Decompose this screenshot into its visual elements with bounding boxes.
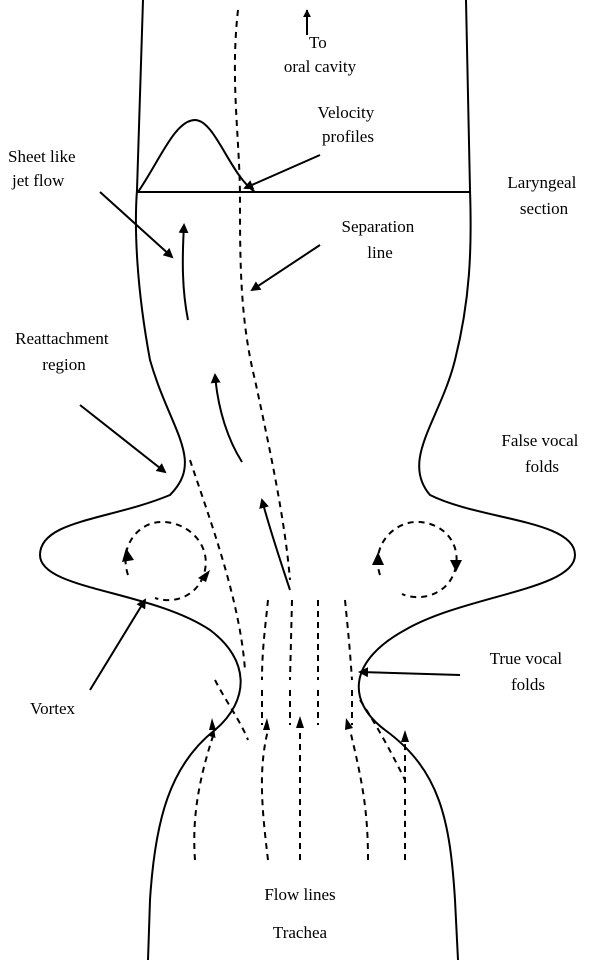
flow-line [262, 730, 268, 860]
flow-arrowhead [296, 716, 304, 728]
reattachment-dashed-line [190, 460, 245, 670]
left-airway-wall [40, 0, 241, 960]
jet-flow-arrow [215, 375, 242, 462]
flow-line [345, 600, 352, 680]
flow-line [290, 600, 292, 680]
flow-line [262, 600, 268, 680]
flow-arrowhead [209, 718, 216, 730]
flow-line [215, 680, 248, 740]
flow-arrowhead [263, 718, 270, 730]
flow-line [350, 730, 368, 860]
laryngeal-section-label: Laryngeal section [507, 173, 580, 218]
vortex-left [126, 522, 206, 600]
flow-arrowhead [401, 730, 409, 742]
velocity-profiles-pointer [245, 155, 320, 188]
separation-line-label: Separation line [342, 217, 419, 262]
true-vocal-folds-label: True vocal folds [490, 649, 567, 694]
separation-line-pointer [252, 245, 320, 290]
vortex-label: Vortex [30, 699, 76, 718]
sheet-like-jet-flow-label: Sheet like jet flow [8, 147, 80, 190]
vortex-arrowhead [198, 570, 210, 582]
false-vocal-folds-label: False vocal folds [501, 431, 582, 476]
flow-lines-label: Flow lines [264, 885, 335, 904]
reattachment-region-label: Reattachment region [15, 329, 113, 374]
vortex-arrowhead [450, 560, 462, 572]
vortex-arrowhead [122, 548, 134, 562]
reattachment-pointer [80, 405, 165, 472]
right-airway-wall [359, 0, 575, 960]
vortex-arrowhead [372, 552, 384, 565]
flow-line [194, 730, 215, 860]
vortex-right [378, 522, 457, 597]
vortex-pointer [90, 600, 145, 690]
trachea-label: Trachea [273, 923, 328, 942]
true-vocal-folds-pointer [360, 672, 460, 675]
separation-line [235, 10, 290, 580]
velocity-profile-curve [138, 120, 255, 192]
velocity-profiles-label: Velocity profiles [318, 103, 379, 146]
jet-flow-arrow [183, 225, 188, 320]
to-oral-cavity-label: To oral cavity [284, 33, 357, 76]
